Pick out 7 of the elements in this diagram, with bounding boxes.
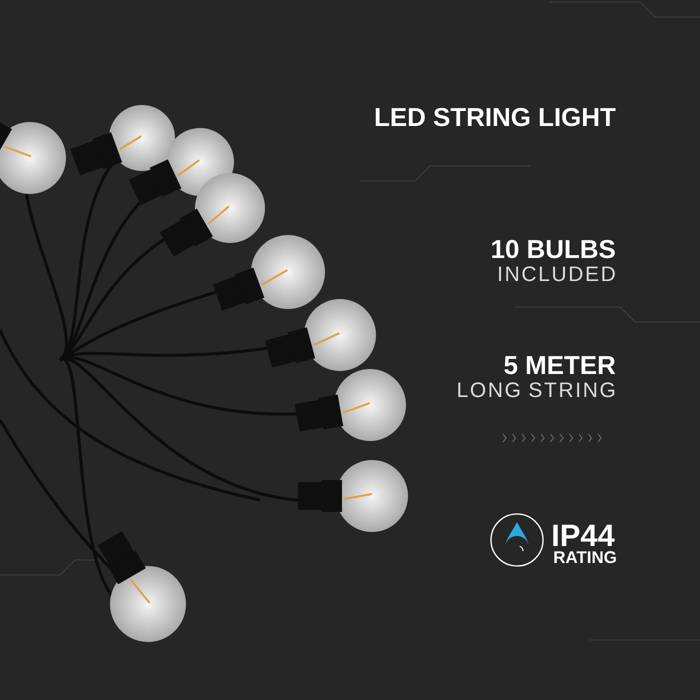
feature-text: INCLUDED	[499, 266, 615, 282]
feature-text: 5 METER	[504, 356, 616, 374]
title: LED STRING LIGHT	[376, 108, 616, 126]
rating-text: RATING	[554, 551, 616, 564]
rating-text: IP44	[553, 524, 615, 546]
feature-text: 10 BULBS	[492, 240, 615, 258]
feature-text: LONG STRING	[458, 382, 614, 398]
